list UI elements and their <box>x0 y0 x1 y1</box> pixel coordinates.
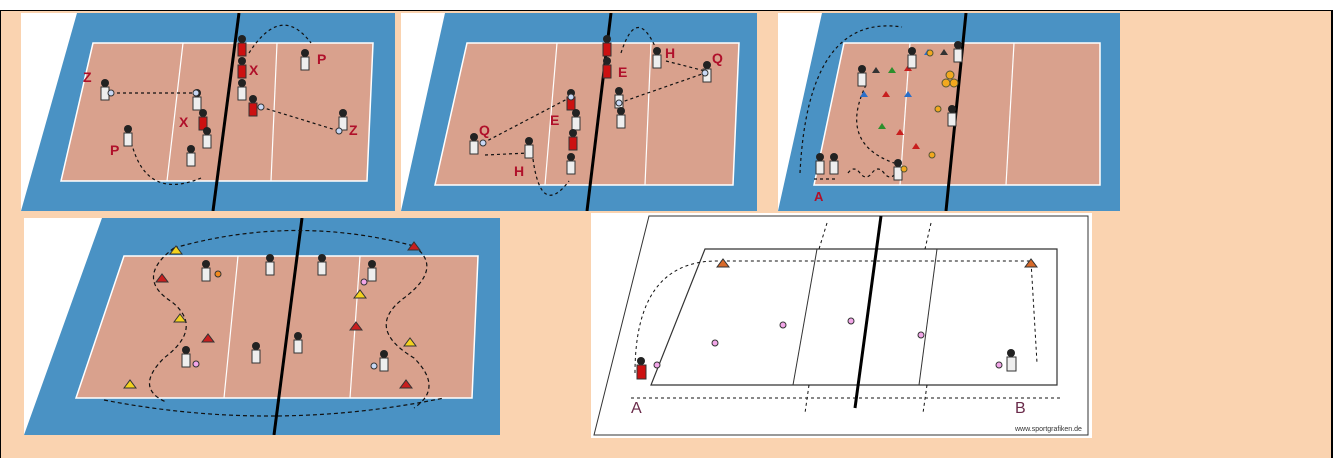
diagram-label: A <box>631 400 642 417</box>
volleyball-player-icon <box>954 41 962 62</box>
volleyball-player-icon <box>567 153 575 174</box>
volleyball-player-icon <box>301 49 309 70</box>
court-floor <box>76 256 478 398</box>
volleyball-player-icon <box>948 105 956 126</box>
volleyball-player-icon <box>266 254 274 275</box>
volleyball-player-icon <box>318 254 326 275</box>
volleyball-player-icon <box>858 65 866 86</box>
ball-icon <box>654 362 660 368</box>
diagram-3: A <box>778 13 1120 211</box>
volleyball-player-icon <box>572 109 580 130</box>
volleyball-player-icon <box>238 35 246 56</box>
ball-icon <box>108 90 114 96</box>
ball-icon <box>568 94 574 100</box>
volleyball-player-icon <box>199 109 207 130</box>
volleyball-player-icon <box>637 357 646 379</box>
ball-icon <box>702 70 708 76</box>
diagram-label: E <box>618 64 627 80</box>
diagram-label: B <box>1015 400 1026 417</box>
volleyball-player-icon <box>238 79 246 100</box>
ball-icon <box>258 104 264 110</box>
ball-icon <box>901 166 907 172</box>
diagram-label: A <box>814 189 824 204</box>
ball-icon <box>780 322 786 328</box>
volleyball-player-icon <box>603 57 611 78</box>
ball-icon <box>942 79 950 87</box>
diagram-label: Z <box>83 69 92 85</box>
ball-icon <box>480 140 486 146</box>
volleyball-player-icon <box>908 47 916 68</box>
ball-icon <box>929 152 935 158</box>
diagram-label: E <box>550 112 559 128</box>
diagram-label: X <box>179 114 189 130</box>
diagram-5: A B www.sportgrafiken.de <box>591 213 1092 438</box>
volleyball-player-icon <box>569 129 577 150</box>
ball-icon <box>848 318 854 324</box>
diagram-label: P <box>110 142 119 158</box>
volleyball-player-icon <box>339 109 347 130</box>
ball-icon <box>616 100 622 106</box>
diagram-label: X <box>249 62 259 78</box>
diagram-label: H <box>514 163 524 179</box>
ball-icon <box>215 271 221 277</box>
ball-icon <box>946 71 954 79</box>
ball-icon <box>193 90 199 96</box>
volleyball-player-icon <box>187 145 195 166</box>
ball-icon <box>336 128 342 134</box>
volleyball-player-icon <box>380 350 388 371</box>
court-floor <box>435 43 739 185</box>
volleyball-player-icon <box>653 47 661 68</box>
volleyball-player-icon <box>182 346 190 367</box>
volleyball-player-icon <box>252 342 260 363</box>
diagram-1: Z X P X P Z <box>21 13 395 211</box>
ball-icon <box>996 362 1002 368</box>
diagram-label: Q <box>479 122 490 138</box>
volleyball-player-icon <box>470 133 478 154</box>
ball-icon <box>193 361 199 367</box>
diagram-label: H <box>665 45 675 61</box>
diagram-4 <box>24 218 500 435</box>
volleyball-player-icon <box>249 95 257 116</box>
ball-icon <box>935 106 941 112</box>
volleyball-player-icon <box>238 57 246 78</box>
volleyball-player-icon <box>816 153 824 174</box>
volleyball-player-icon <box>124 125 132 146</box>
volleyball-player-icon <box>603 35 611 56</box>
diagram-label: Q <box>712 50 723 66</box>
diagram-label: Z <box>349 122 358 138</box>
top-strip <box>0 0 1333 11</box>
volleyball-player-icon <box>1007 349 1016 371</box>
volleyball-player-icon <box>525 137 533 158</box>
ball-icon <box>950 79 958 87</box>
ball-icon <box>371 363 377 369</box>
credit-text: www.sportgrafiken.de <box>1014 426 1082 433</box>
diagram-2: H Q E E Q H <box>401 13 757 211</box>
ball-icon <box>918 332 924 338</box>
ball-icon <box>712 340 718 346</box>
volleyball-player-icon <box>203 127 211 148</box>
volleyball-player-icon <box>101 79 109 100</box>
volleyball-player-icon <box>830 153 838 174</box>
diagram-label: P <box>317 51 326 67</box>
volleyball-player-icon <box>202 260 210 281</box>
ball-icon <box>927 50 933 56</box>
volleyball-player-icon <box>617 107 625 128</box>
ball-icon <box>361 279 367 285</box>
volleyball-player-icon <box>368 260 376 281</box>
volleyball-player-icon <box>294 332 302 353</box>
